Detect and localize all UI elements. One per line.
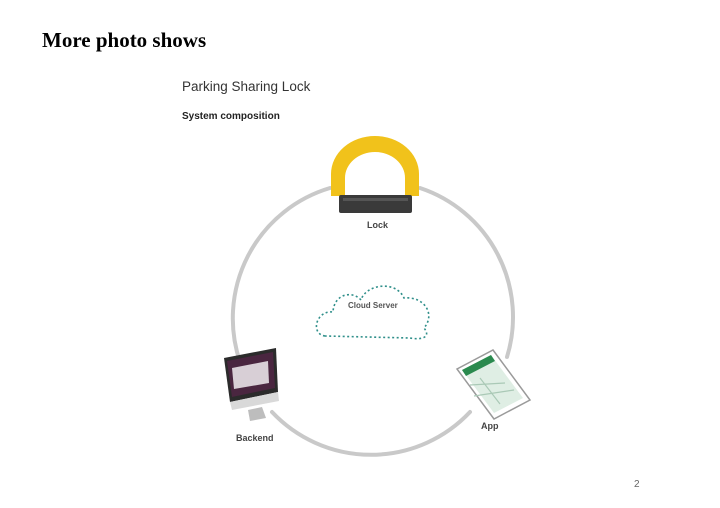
lock-icon: [331, 136, 419, 213]
cloud-server-label: Cloud Server: [348, 301, 398, 310]
slide-title: Parking Sharing Lock: [182, 79, 311, 94]
page-number: 2: [634, 479, 640, 490]
monitor-icon: [224, 348, 279, 421]
app-label: App: [481, 421, 499, 431]
smartphone-icon: [455, 349, 532, 420]
cloud-server-icon: [315, 285, 430, 340]
connection-ring: [230, 186, 515, 457]
slide-subtitle: System composition: [182, 111, 280, 122]
backend-label: Backend: [236, 433, 274, 443]
page-heading: More photo shows: [42, 28, 207, 52]
lock-label: Lock: [367, 220, 389, 230]
